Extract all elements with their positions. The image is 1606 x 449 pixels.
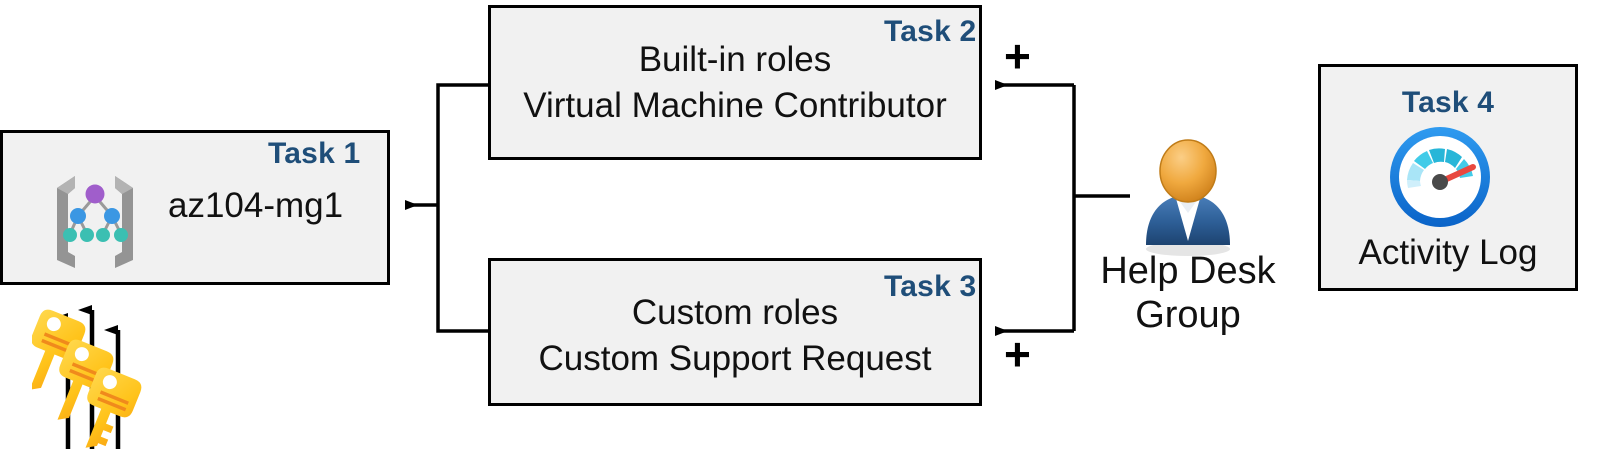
task3-text-line2: Custom Support Request	[538, 339, 932, 378]
task3-text-line1: Custom roles	[631, 293, 839, 332]
helpdesk-label-line1: Help Desk	[1100, 250, 1276, 292]
task1-label: Task 1	[268, 137, 361, 170]
plus-sign-task3: +	[1004, 328, 1031, 380]
three-keys-icon	[29, 306, 162, 449]
management-group-icon	[45, 168, 145, 273]
task3-box[interactable]	[488, 258, 982, 406]
task2-label: Task 2	[884, 15, 977, 48]
helpdesk-label-line2: Group	[1135, 293, 1241, 336]
user-group-icon	[1128, 137, 1248, 257]
task4-text-activity-log: Activity Log	[1358, 233, 1538, 272]
task4-label: Task 4	[1401, 86, 1495, 119]
task2-box[interactable]	[488, 5, 982, 160]
task3-label: Task 3	[884, 270, 977, 303]
plus-sign-task2: +	[1004, 30, 1031, 82]
task1-text-az104-mg1: az104-mg1	[168, 186, 344, 225]
helpdesk-group-label: Help Desk Group	[1078, 250, 1298, 337]
task2-text-line2: Virtual Machine Contributor	[523, 86, 947, 125]
bracket-to-task1	[405, 83, 488, 333]
activity-log-gauge-icon	[1380, 122, 1500, 232]
task2-text-line1: Built-in roles	[638, 40, 832, 79]
